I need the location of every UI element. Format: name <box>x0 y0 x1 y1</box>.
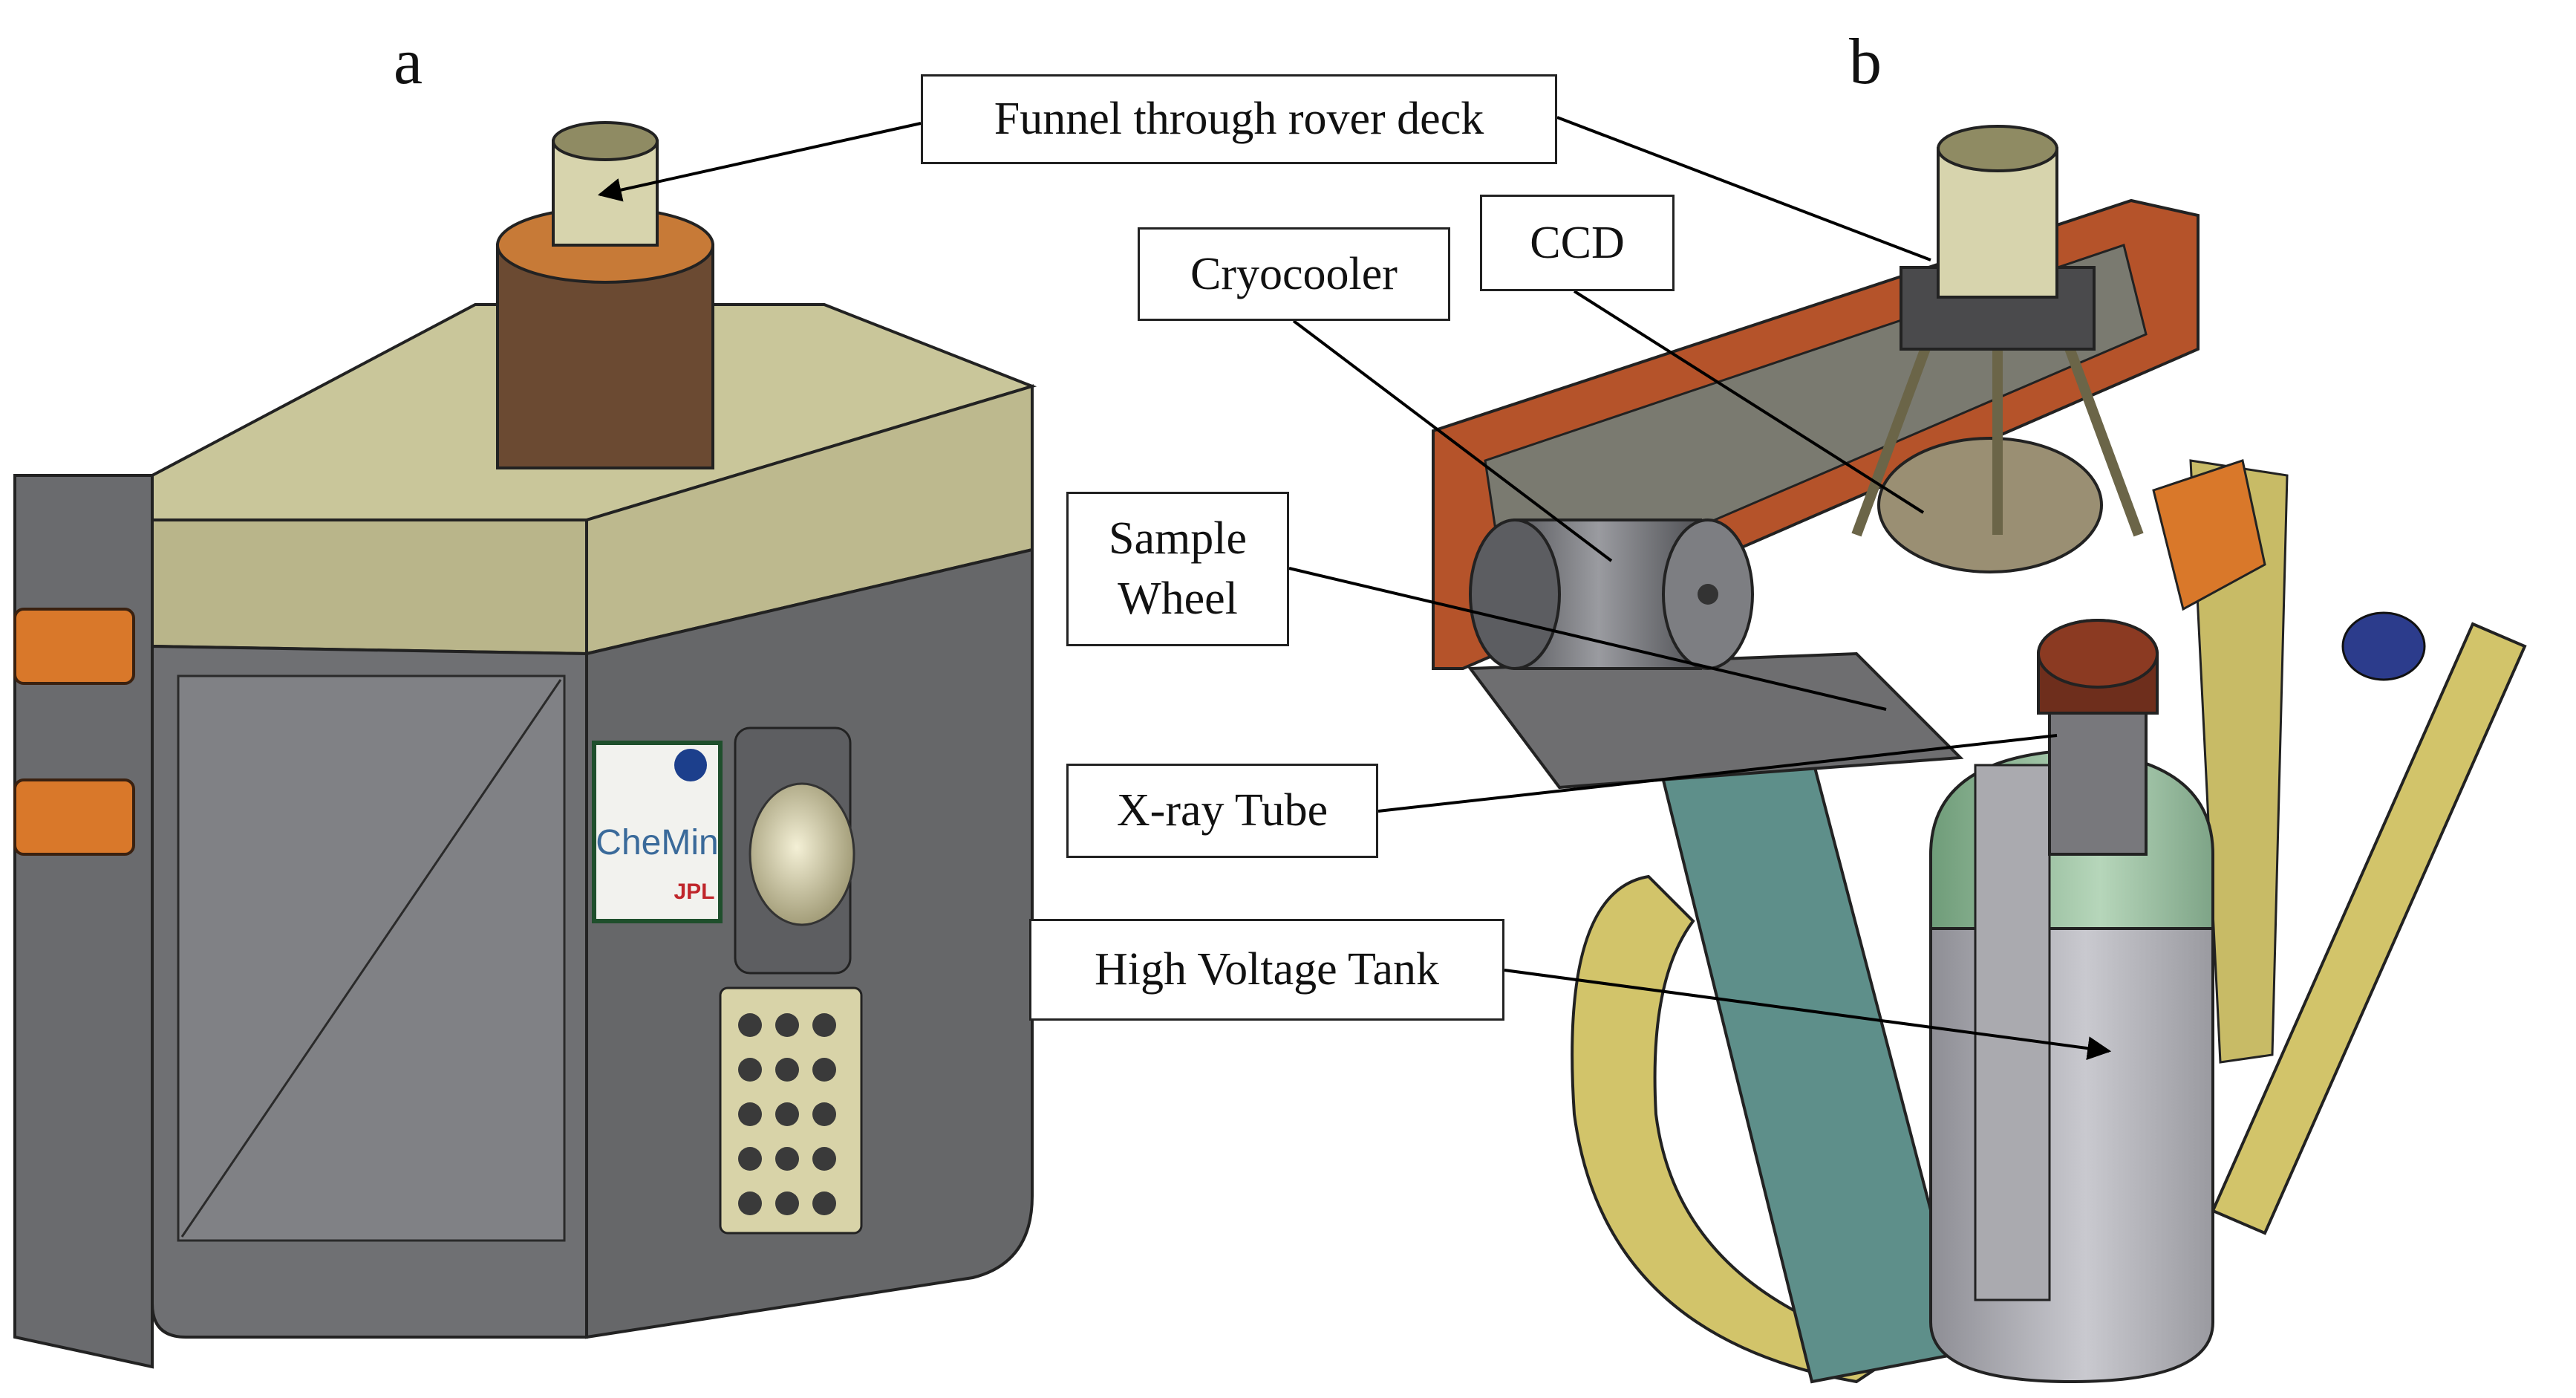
panel-b-internals <box>1432 125 2527 1384</box>
vent-holes <box>738 1013 836 1215</box>
sample-wheel-line-1: Sample <box>1109 513 1247 565</box>
funnel-opening <box>552 121 659 161</box>
callout-ccd: CCD <box>1480 195 1675 291</box>
funnel-opening-b <box>1937 125 2058 172</box>
callout-sample-wheel: Sample Wheel <box>1066 492 1289 646</box>
leader-ccd <box>1573 290 1925 514</box>
yellow-c-housing <box>1571 874 1905 1384</box>
leader-xray-tube <box>1377 734 2058 813</box>
callout-funnel: Funnel through rover deck <box>921 74 1557 164</box>
funnel-collar-b <box>1900 266 2096 351</box>
blue-part <box>2341 611 2426 681</box>
logo-jpl-text: JPL <box>674 880 714 904</box>
funnel-tube-b <box>1937 147 2058 299</box>
front-panel-diagonal <box>180 679 562 1238</box>
orange-band-upper <box>13 608 135 685</box>
callout-xray-tube: X-ray Tube <box>1066 764 1378 858</box>
leader-funnel-a <box>597 122 922 202</box>
panel-letter-b: b <box>1849 26 1882 98</box>
xray-tube-column <box>2048 712 2148 856</box>
xray-tube-head-top <box>2037 619 2159 689</box>
leader-sample-wheel <box>1288 567 1887 711</box>
orange-band-lower <box>13 778 135 856</box>
panel-letter-a: a <box>394 26 423 98</box>
ccd-housing <box>1877 437 2103 573</box>
tripod-leg-left <box>1851 332 1936 537</box>
hv-tank-side-bracket <box>1974 764 2051 1301</box>
cryocooler-assembly <box>1469 518 1754 670</box>
deck-front-rim <box>151 518 588 656</box>
leader-hv-tank <box>1504 969 2112 1061</box>
leader-cryocooler <box>1292 319 1613 562</box>
orange-component <box>2152 459 2266 611</box>
callout-hv-tank: High Voltage Tank <box>1029 919 1504 1021</box>
tripod-leg-right <box>2059 332 2144 537</box>
callout-cryocooler: Cryocooler <box>1138 227 1450 321</box>
yellow-side-frame <box>2211 622 2527 1235</box>
gray-platform <box>1467 651 1964 790</box>
sample-wheel-line-2: Wheel <box>1118 573 1238 624</box>
nasa-badge-icon <box>674 749 707 781</box>
cone-window-icon <box>749 782 855 926</box>
hv-tank-body <box>1929 927 2214 1384</box>
panel-a-housing: CheMin JPL <box>13 121 1037 1369</box>
leader-funnel-b <box>1556 116 1931 261</box>
housing-left-side <box>13 474 154 1369</box>
leader-lines <box>597 116 2112 1061</box>
logo-chemin-text: CheMin <box>596 823 718 862</box>
